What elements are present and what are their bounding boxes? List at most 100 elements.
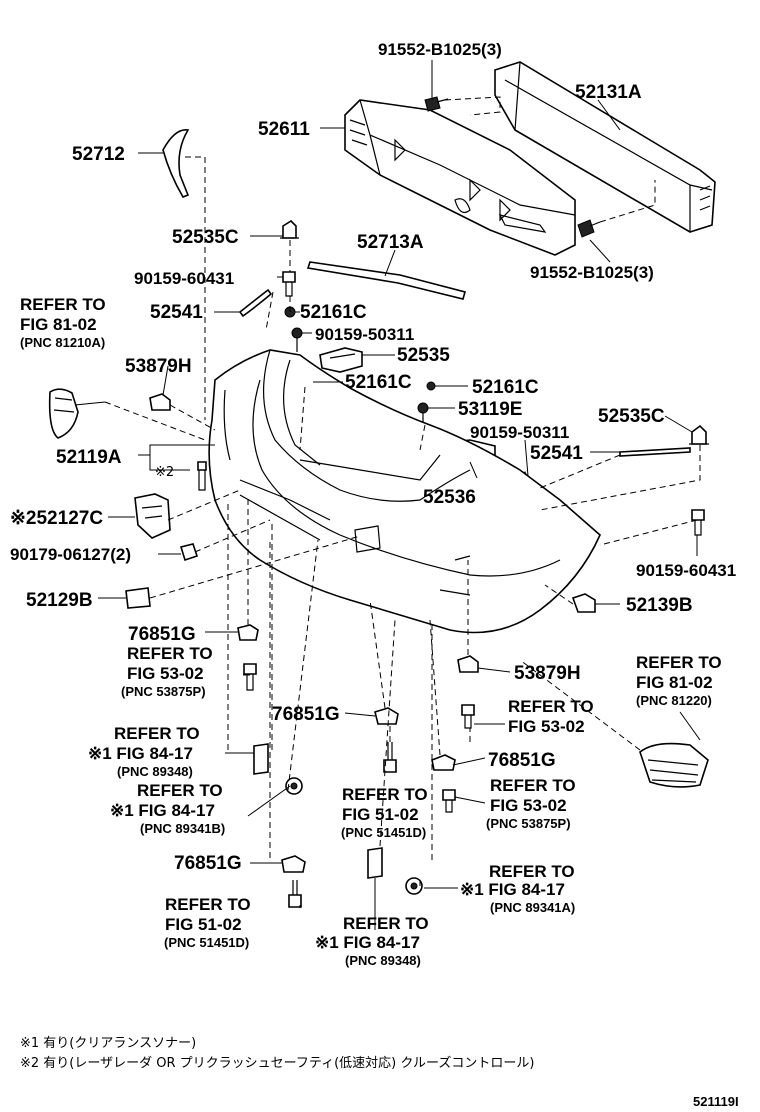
label-52131A: 52131A <box>575 82 642 103</box>
clip-76851G-d-icon <box>281 855 306 873</box>
label-91552-right: 91552-B1025(3) <box>530 263 654 282</box>
label-refer-8417-d-3: (PNC 89348) <box>345 953 421 968</box>
label-refer-5302-a-3: (PNC 53875P) <box>121 684 206 699</box>
label-refer-5302-a-2: FIG 53-02 <box>127 664 204 683</box>
label-53879H-b: 53879H <box>514 663 581 684</box>
sensor-bracket-d-icon <box>367 847 383 879</box>
label-refer-5302-b-1: REFER TO <box>508 697 594 716</box>
label-53879H-a: 53879H <box>125 356 192 377</box>
label-90159-60431-a: 90159-60431 <box>134 269 234 288</box>
label-52127C: ※252127C <box>10 508 103 529</box>
label-53119E: 53119E <box>458 399 522 420</box>
screw-90159-60431-b-icon <box>691 509 705 536</box>
label-refer-5302-c-1: REFER TO <box>490 776 576 795</box>
label-52161C-c: 52161C <box>472 377 539 398</box>
label-refer-8417-a-3: (PNC 89348) <box>117 764 193 779</box>
nut-90179-icon <box>179 543 199 562</box>
label-90179-06127: 90179-06127(2) <box>10 545 131 564</box>
label-90159-60431-b: 90159-60431 <box>636 561 736 580</box>
footnote-2: ※2 有り(レーザレーダ OR プリクラッシュセーフティ(低速対応) クルーズコ… <box>20 1055 534 1071</box>
label-52161C-a: 52161C <box>300 302 367 323</box>
footnote-1: ※1 有り(クリアランスソナー) <box>20 1036 196 1051</box>
label-refer-5102-b-2: FIG 51-02 <box>165 915 242 934</box>
label-76851G-c: 76851G <box>488 750 556 771</box>
label-52611: 52611 <box>258 119 310 140</box>
label-52119A: 52119A <box>56 447 122 468</box>
strip-52541-left-part <box>238 288 273 318</box>
side-strip-52712-part <box>162 129 190 198</box>
label-refer-5302-c-2: FIG 53-02 <box>490 796 567 815</box>
label-52712: 52712 <box>72 144 125 165</box>
label-mark2-a: ※2 <box>155 465 174 480</box>
sensor-a-icon <box>285 777 303 795</box>
label-refer-5102-b-1: REFER TO <box>165 895 251 914</box>
label-refer-5102-a-3: (PNC 51451D) <box>341 825 426 840</box>
clip-76851G-b-icon <box>374 707 399 725</box>
bolt-lower-b-icon <box>461 704 475 729</box>
label-refer-8417-c-1: REFER TO <box>489 862 575 881</box>
label-refer-8102-b-2: FIG 81-02 <box>636 673 713 692</box>
label-refer-5102-a-1: REFER TO <box>342 785 428 804</box>
label-refer-5102-b-3: (PNC 51451D) <box>164 935 249 950</box>
label-refer-8102-a-3: (PNC 81210A) <box>20 335 105 350</box>
screw-lower-d-icon <box>288 880 302 908</box>
leader-lines <box>74 60 701 930</box>
label-52129B: 52129B <box>26 590 93 611</box>
energy-absorber-part <box>344 99 576 256</box>
label-refer-8417-a-2: ※1 FIG 84-17 <box>88 744 193 763</box>
label-76851G-d: 76851G <box>174 853 242 874</box>
label-90159-50311-b: 90159-50311 <box>470 423 569 442</box>
bracket-52139B-part <box>571 593 596 613</box>
bolt-lower-c-icon <box>442 789 456 813</box>
label-52536: 52536 <box>423 487 476 508</box>
bumper-reinforcement-part <box>494 61 716 233</box>
bolt-right-icon <box>577 219 601 238</box>
label-refer-5302-a-1: REFER TO <box>127 644 213 663</box>
label-refer-8417-b-3: (PNC 89341B) <box>140 821 225 836</box>
label-refer-8417-c-3: (PNC 89341A) <box>490 900 575 915</box>
bolt-lower-a-icon <box>243 663 257 691</box>
fog-lamp-right-part <box>639 742 709 788</box>
bracket-52127C-part <box>134 493 171 539</box>
label-52535C-b: 52535C <box>598 406 665 427</box>
figure-id: 521119I <box>693 1094 739 1109</box>
screw-lower-b-icon <box>383 742 397 773</box>
label-52713A: 52713A <box>357 232 424 253</box>
bolt-top-icon <box>424 96 449 112</box>
label-refer-8417-b-1: REFER TO <box>137 781 223 800</box>
label-90159-50311-a: 90159-50311 <box>315 325 414 344</box>
clip-53879H-a-icon <box>149 393 171 411</box>
clip-76851G-a-icon <box>237 624 259 641</box>
label-91552-top: 91552-B1025(3) <box>378 40 502 59</box>
label-refer-8102-b-1: REFER TO <box>636 653 722 672</box>
label-refer-8417-b-2: ※1 FIG 84-17 <box>110 801 215 820</box>
strip-52541-right-part <box>619 447 691 457</box>
clip-52535C-a-icon <box>280 219 299 239</box>
bracket-52535-part <box>319 347 363 373</box>
clip-76851G-c-icon <box>431 754 456 771</box>
label-refer-8417-c-2: ※1 FIG 84-17 <box>460 880 565 899</box>
label-52541-b: 52541 <box>530 443 583 464</box>
label-76851G-a: 76851G <box>128 624 196 645</box>
clip-52161C-c-icon <box>426 381 436 391</box>
label-52139B: 52139B <box>626 595 693 616</box>
label-refer-8417-d-2: ※1 FIG 84-17 <box>315 933 420 952</box>
fog-lamp-left-part <box>48 388 79 439</box>
label-refer-8417-a-1: REFER TO <box>114 724 200 743</box>
bolt-x2-icon <box>197 461 207 491</box>
label-refer-5102-a-2: FIG 51-02 <box>342 805 419 824</box>
label-refer-5302-c-3: (PNC 53875P) <box>486 816 571 831</box>
label-76851G-b: 76851G <box>272 704 340 725</box>
dashed-assembly-lines <box>104 96 701 886</box>
part-labels: 91552-B1025(3) 52131A 52611 52712 52535C… <box>10 40 736 968</box>
label-refer-8102-a-2: FIG 81-02 <box>20 315 97 334</box>
sensor-bracket-a-icon <box>253 743 269 775</box>
cover-52129B-part <box>125 587 151 609</box>
label-52535C-a: 52535C <box>172 227 239 248</box>
label-refer-8417-d-1: REFER TO <box>343 914 429 933</box>
clip-52535C-b-icon <box>689 424 709 445</box>
label-52541-a: 52541 <box>150 302 203 323</box>
label-refer-5302-b-2: FIG 53-02 <box>508 717 585 736</box>
label-52535: 52535 <box>397 345 450 366</box>
